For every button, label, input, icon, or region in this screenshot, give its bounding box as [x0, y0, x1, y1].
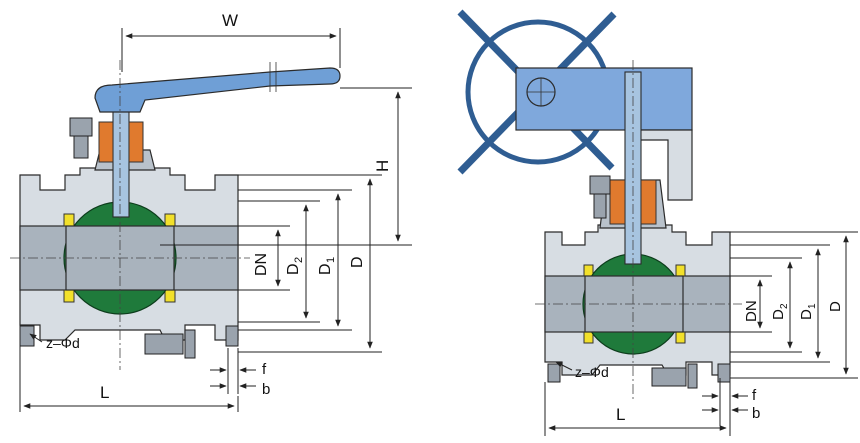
right-label-L: L: [616, 405, 625, 424]
left-lever-handle: [94, 62, 341, 113]
dim-W: W: [121, 11, 341, 72]
label-z-phi-d: z–Φd: [46, 335, 80, 351]
right-label-D2-sub: 2: [779, 303, 790, 309]
label-D: D: [349, 256, 366, 268]
left-valve-view: W H DN D 2: [10, 11, 412, 412]
label-H: H: [373, 160, 392, 172]
right-label-f: f: [752, 387, 757, 404]
right-valve-view: DN D 2 D 1 D z–Φd f b: [457, 9, 858, 436]
right-label-DN: DN: [743, 300, 760, 322]
dim-right-L: L: [544, 382, 731, 436]
right-label-z-phi-d: z–Φd: [575, 364, 609, 380]
right-label-D2: D: [770, 309, 787, 320]
label-D1-sub: 1: [325, 257, 337, 263]
label-f: f: [262, 361, 267, 378]
label-DN: DN: [253, 253, 270, 276]
label-W: W: [222, 11, 238, 30]
right-gearbox: [515, 67, 693, 201]
label-L: L: [100, 383, 109, 402]
dim-right-diameters: DN D 2 D 1 D: [730, 231, 858, 379]
dim-left-diameters: DN D 2 D 1 D: [238, 174, 382, 353]
left-stem-assembly: [69, 94, 144, 218]
right-bottom-bolts: [547, 363, 731, 389]
label-D1: D: [317, 263, 334, 275]
right-label-D: D: [827, 301, 844, 312]
label-D2-sub: 2: [293, 257, 305, 263]
right-label-b: b: [752, 405, 760, 422]
label-D2: D: [285, 263, 302, 275]
dim-left-f-b: f b: [210, 348, 270, 398]
label-b: b: [262, 381, 270, 398]
dim-left-bolt-holes: z–Φd: [29, 333, 80, 351]
right-label-D1: D: [798, 309, 815, 320]
dim-right-bolt-holes: z–Φd: [555, 361, 609, 380]
right-label-D1-sub: 1: [807, 303, 818, 309]
dim-left-L: L: [19, 346, 239, 412]
left-bottom-bolts: [19, 325, 239, 359]
dim-right-f-b: f b: [702, 378, 760, 426]
